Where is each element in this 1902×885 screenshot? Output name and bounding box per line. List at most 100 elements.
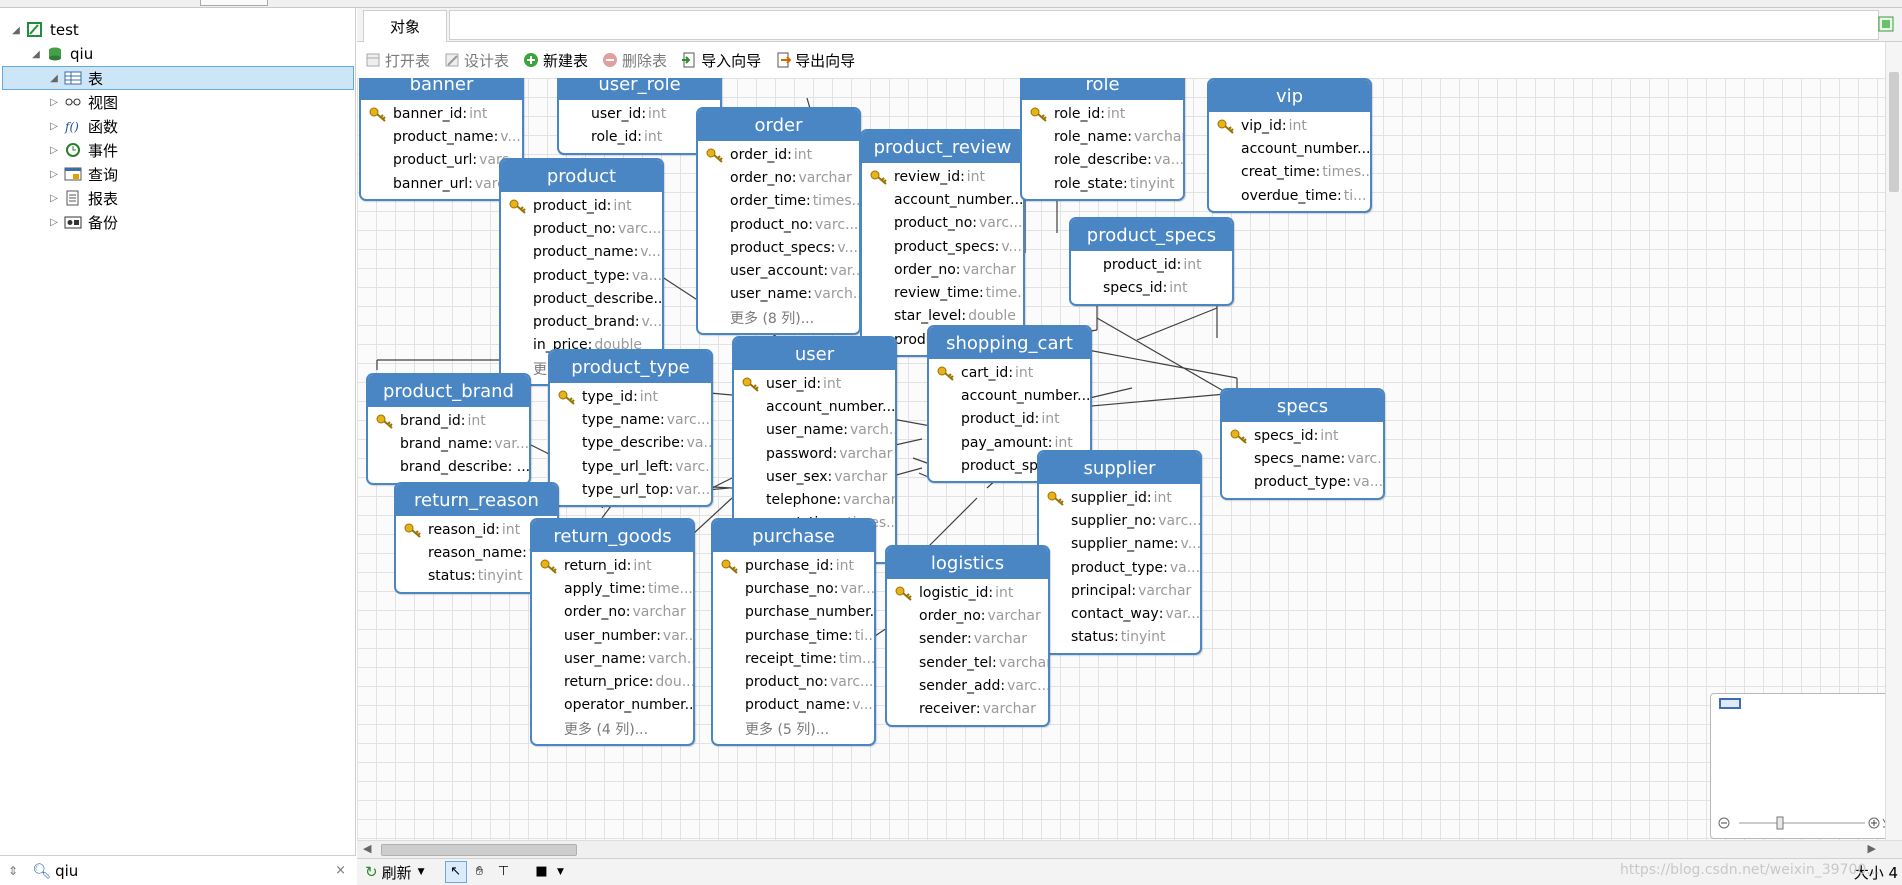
tree-item-1[interactable]: ◢qiu [0, 42, 356, 66]
table-title[interactable]: specs [1222, 390, 1383, 422]
field-row[interactable]: product_id:int [1071, 253, 1232, 276]
field-row[interactable]: operator_number... [532, 694, 693, 717]
table-title[interactable]: product_type [550, 351, 711, 383]
field-row[interactable]: product_name:v... [361, 125, 522, 148]
open-table-button[interactable]: 打开表 [365, 50, 430, 71]
relation-line[interactable] [1076, 347, 1238, 379]
field-row[interactable]: vip_id:int [1209, 114, 1370, 137]
table-title[interactable]: user_role [559, 78, 720, 100]
field-row[interactable]: product_id:int [929, 408, 1090, 431]
field-row[interactable]: product_url:varc... [361, 149, 522, 172]
collapsed-arrow-icon[interactable]: ▷ [50, 120, 58, 132]
table-title[interactable]: purchase [713, 520, 874, 552]
tree-item-8[interactable]: ▷备份 [0, 210, 356, 234]
field-row[interactable]: product_type:va... [1222, 471, 1383, 494]
field-row[interactable]: supplier_no:varc... [1039, 509, 1200, 532]
field-row[interactable]: brand_describe: ... [368, 456, 529, 479]
field-row[interactable]: product_brand:v... [501, 310, 662, 333]
design-table-button[interactable]: 设计表 [444, 50, 509, 71]
field-row[interactable]: product_type:va... [501, 264, 662, 287]
field-row[interactable]: specs_id:int [1071, 276, 1232, 299]
refresh-button[interactable]: ↻ 刷新 ▼ [365, 862, 425, 883]
field-row[interactable]: product_name:v... [713, 694, 874, 717]
clear-search-icon[interactable]: × [335, 863, 346, 878]
export-wizard-button[interactable]: 导出向导 [775, 50, 855, 71]
scroll-left-icon[interactable]: ◀ [363, 842, 372, 855]
field-row[interactable]: role_describe:va... [1022, 149, 1183, 172]
field-row[interactable]: type_name:varc... [550, 408, 711, 431]
field-row[interactable]: product_id:int [501, 194, 662, 217]
field-row[interactable]: product_no:varc... [698, 213, 859, 236]
table-title[interactable]: banner [361, 78, 522, 100]
field-row[interactable]: principal:varchar [1039, 579, 1200, 602]
field-row[interactable]: password:varchar [734, 442, 895, 465]
scroll-right-icon[interactable]: ▶ [1867, 842, 1876, 855]
table-title[interactable]: shopping_cart [929, 327, 1090, 359]
field-row[interactable]: product_describe... [501, 287, 662, 310]
chevron-down-icon[interactable]: ▼ [557, 867, 564, 877]
field-row[interactable]: review_time:time... [862, 281, 1023, 304]
pointer-tool-icon[interactable]: ↖ [444, 861, 467, 883]
table-title[interactable]: supplier [1039, 452, 1200, 484]
field-row[interactable]: user_name:varch... [532, 647, 693, 670]
new-window-icon[interactable] [1878, 16, 1894, 32]
menu-tab-fragment[interactable] [200, 0, 268, 6]
collapsed-arrow-icon[interactable]: ▷ [50, 168, 58, 180]
field-row[interactable]: role_id:int [559, 125, 720, 148]
tree-item-0[interactable]: ◢test [0, 18, 356, 42]
collapsed-arrow-icon[interactable]: ▷ [50, 96, 58, 108]
field-row[interactable]: pay_amount:int [929, 431, 1090, 454]
relation-line[interactable] [1096, 317, 1228, 394]
field-row[interactable]: role_name:varchar [1022, 125, 1183, 148]
field-row[interactable]: supplier_name:v... [1039, 533, 1200, 556]
field-row[interactable]: star_level:double [862, 305, 1023, 328]
tree-item-3[interactable]: ▷视图 [0, 90, 356, 114]
field-row[interactable]: product_specs:v... [698, 236, 859, 259]
field-row[interactable]: user_name:varch... [698, 283, 859, 306]
table-title[interactable]: product_brand [368, 375, 529, 407]
field-row[interactable]: apply_time:time... [532, 577, 693, 600]
table-title[interactable]: product [501, 160, 662, 192]
field-row[interactable]: product_no:varc... [862, 212, 1023, 235]
field-row[interactable]: specs_name:varc... [1222, 447, 1383, 470]
field-row[interactable]: order_time:times... [698, 190, 859, 213]
field-row[interactable]: purchase_time:ti... [713, 624, 874, 647]
field-row[interactable]: account_number... [929, 384, 1090, 407]
tree-item-4[interactable]: ▷f()函数 [0, 114, 356, 138]
vertical-scroll-thumb[interactable] [1889, 72, 1899, 192]
field-row[interactable]: order_no:varchar [698, 166, 859, 189]
field-row[interactable]: type_describe:va... [550, 432, 711, 455]
tree-item-6[interactable]: ▷查询 [0, 162, 356, 186]
field-row[interactable]: status:tinyint [1039, 626, 1200, 649]
object-filter-input[interactable] [449, 10, 1879, 40]
zoom-slider[interactable] [1717, 816, 1889, 830]
color-picker-icon[interactable]: ■ [535, 864, 548, 879]
field-row[interactable]: product_no:varc... [713, 670, 874, 693]
field-row[interactable]: product_specs:v... [862, 235, 1023, 258]
new-table-button[interactable]: 新建表 [523, 50, 588, 71]
field-row[interactable]: order_no:varchar [532, 601, 693, 624]
navigator-search-bar[interactable]: ⇕ 🔍︎ qiu × [0, 855, 356, 885]
field-row[interactable]: type_url_left:varc... [550, 455, 711, 478]
collapsed-arrow-icon[interactable]: ▷ [50, 192, 58, 204]
field-row[interactable]: user_sex:varchar [734, 465, 895, 488]
tree-item-5[interactable]: ▷事件 [0, 138, 356, 162]
table-title[interactable]: product_specs [1071, 219, 1232, 251]
field-row[interactable]: purchase_no:var... [713, 577, 874, 600]
field-row[interactable]: user_account:var... [698, 259, 859, 282]
more-columns-link[interactable]: 更多 (4 列)... [564, 721, 649, 738]
field-row[interactable]: receiver:varchar [887, 697, 1048, 720]
navigator-search-input[interactable]: qiu [55, 861, 79, 880]
field-row[interactable]: product_no:varc... [501, 217, 662, 240]
field-row[interactable]: user_number:var... [532, 624, 693, 647]
field-row[interactable]: sender:varchar [887, 628, 1048, 651]
field-row[interactable]: banner_url:varchar [361, 172, 522, 195]
